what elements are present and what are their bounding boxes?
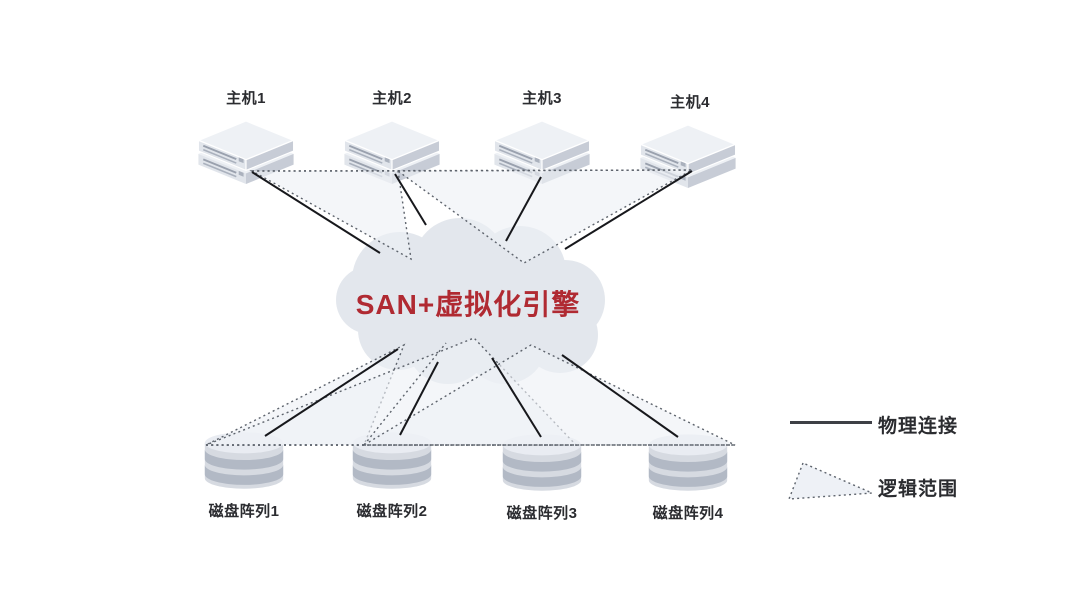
san-cloud-title: SAN+虚拟化引擎 <box>355 289 581 320</box>
legend-logical-label: 逻辑范围 <box>878 479 959 500</box>
legend-solid-line-icon <box>790 421 872 424</box>
host-2-label: 主机2 <box>372 90 412 107</box>
host-3-label: 主机3 <box>522 90 562 107</box>
disk-array-3-label: 磁盘阵列3 <box>506 505 578 522</box>
legend-dotted-triangle-icon <box>787 462 873 500</box>
disk-array-1-label: 磁盘阵列1 <box>208 503 280 520</box>
legend-physical-label: 物理连接 <box>878 416 959 437</box>
disk-array-4-label: 磁盘阵列4 <box>652 505 724 522</box>
disk-array-2-label: 磁盘阵列2 <box>356 503 428 520</box>
host-4-label: 主机4 <box>670 94 710 111</box>
host-1-label: 主机1 <box>226 90 266 107</box>
